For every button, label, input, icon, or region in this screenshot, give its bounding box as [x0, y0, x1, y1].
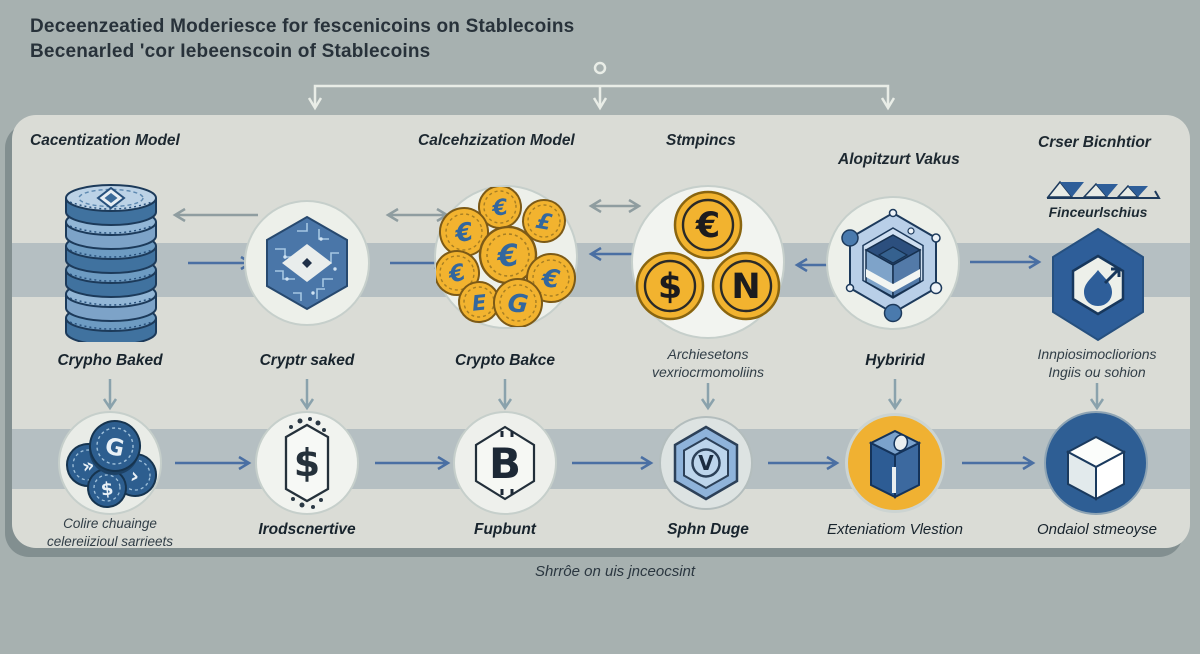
cube-icon — [1044, 411, 1148, 515]
title-line-2: Becenarled 'cor Iebeenscoin of Stablecoi… — [30, 41, 431, 62]
row2-label-5: Exteniatiom Vlestion — [827, 521, 963, 538]
svg-text:E: E — [471, 290, 488, 315]
row2-label-6: Ondaiol stmeoyse — [1036, 521, 1158, 538]
bitcoin-hexagon-icon: B — [453, 411, 557, 515]
row2-label-3: Fupbunt — [474, 521, 536, 538]
svg-text:V: V — [698, 451, 714, 475]
coin-stack-icon — [58, 170, 164, 346]
svg-text:$: $ — [294, 441, 320, 485]
row1-label-3: Crypto Bakce — [455, 352, 555, 369]
svg-text:$: $ — [658, 267, 682, 307]
dollar-hex-badge-icon: $ — [255, 411, 359, 515]
column-header-1: Cacentization Model — [30, 132, 180, 149]
column-down-arrows — [102, 379, 1105, 411]
row2-label-4: Sphn Duge — [667, 521, 749, 538]
svg-text:€: € — [490, 195, 510, 222]
svg-text:›: › — [128, 463, 141, 488]
column-header-4: Alopitzurt Vakus — [838, 151, 960, 168]
row1-label-5: Hybririd — [865, 352, 925, 369]
svg-text:€: € — [695, 206, 720, 246]
row2-track-band — [12, 429, 1190, 489]
svg-text:$: $ — [100, 478, 115, 500]
svg-text:€: € — [538, 263, 562, 295]
svg-text:€: € — [445, 259, 468, 288]
svg-text:G: G — [506, 288, 529, 319]
triangle-banner-icon — [1044, 177, 1162, 203]
bracket-node-circle — [593, 61, 607, 75]
arrow-double-gray-2 — [588, 198, 642, 214]
svg-text:N: N — [731, 267, 760, 307]
circuit-hexagon-icon — [244, 200, 370, 326]
column-header-3: Stmpincs — [666, 132, 736, 149]
row1-label-2: Cryptr saked — [259, 352, 355, 369]
row1-track-band — [12, 243, 1190, 297]
column-header-5: Crser Bicnhtior — [1038, 134, 1151, 151]
footer-caption: Shrrôe on uis jnceocsint — [534, 563, 696, 580]
gold-coin-cluster-icon: € € £ € € € E G — [434, 185, 578, 329]
svg-text:B: B — [489, 439, 521, 488]
v-hexagon-icon: V — [659, 416, 753, 510]
dark-coin-cluster-icon: » › $ G — [58, 411, 162, 515]
row2-label-2: Irodscnertive — [258, 521, 356, 538]
bank-prism-icon — [845, 413, 945, 513]
column-header-2: Calcehzization Model — [418, 132, 575, 149]
banner-label: Finceurlschius — [1048, 204, 1148, 220]
network-cube-icon — [826, 196, 960, 330]
currency-coins-icon: € $ N — [631, 185, 785, 339]
page-title: Deceenzeatied Moderiesce for fescenicoin… — [30, 14, 574, 64]
svg-text:€: € — [494, 238, 521, 275]
title-line-1: Deceenzeatied Moderiesce for fescenicoin… — [30, 16, 575, 37]
diagram-panel: Cacentization Model Calcehzization Model… — [12, 115, 1190, 549]
svg-text:£: £ — [534, 209, 554, 236]
arrow-left-gray — [172, 207, 258, 223]
shield-hexagon-icon — [1048, 226, 1148, 343]
svg-text:G: G — [103, 433, 127, 462]
row1-label-1: Crypho Baked — [57, 352, 163, 369]
